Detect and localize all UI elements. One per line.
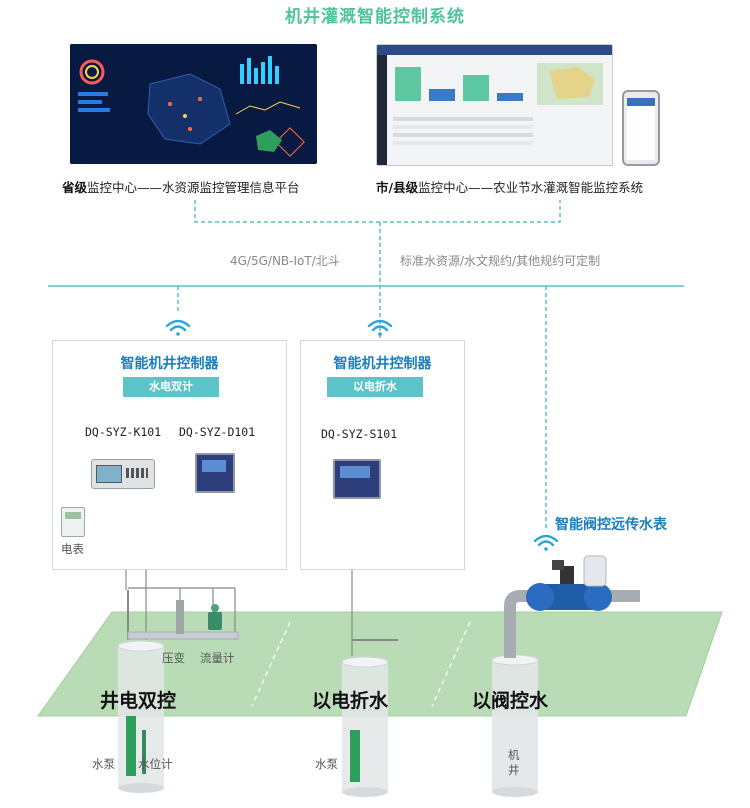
dashboard-graphics xyxy=(70,44,317,164)
wifi-icon xyxy=(367,319,393,336)
city-level: 市/县级 xyxy=(376,180,419,195)
well-casing xyxy=(118,646,164,788)
controller-badge: 水电双计 xyxy=(123,377,219,397)
controller-device-d101 xyxy=(195,453,235,493)
page-title: 机井灌溉智能控制系统 xyxy=(285,7,465,27)
pump-body xyxy=(350,730,360,782)
provincial-level: 省级 xyxy=(62,180,88,195)
valve-actuator xyxy=(583,555,607,587)
controller-device-s101 xyxy=(333,459,381,499)
controller-badge: 以电折水 xyxy=(327,377,423,397)
wifi-icon xyxy=(533,534,559,551)
provincial-center-label: 省级监控中心——水资源监控管理信息平台 xyxy=(62,177,300,196)
standards-protocol-label: 标准水资源/水文规约/其他规约可定制 xyxy=(400,254,601,268)
flowmeter-label: 流量计 xyxy=(200,651,235,665)
model-label: DQ-SYZ-S101 xyxy=(321,427,398,441)
network-protocol-label: 4G/5G/NB-IoT/北斗 xyxy=(230,254,340,268)
ground-divider xyxy=(251,621,291,707)
pump-label: 水泵 xyxy=(315,757,338,771)
electric-meter-label: 电表 xyxy=(61,542,84,556)
model-label: DQ-SYZ-K101 xyxy=(85,425,162,439)
controller-panel-energy: 智能机井控制器 以电折水 DQ-SYZ-S101 xyxy=(300,340,465,570)
controller-device-k101 xyxy=(91,459,155,489)
pump-body xyxy=(126,716,136,776)
flowmeter xyxy=(208,612,222,630)
mobile-app-image xyxy=(622,90,660,166)
city-system-image xyxy=(376,44,613,166)
ground-divider xyxy=(431,621,471,707)
valve-meter-label: 智能阀控远传水表 xyxy=(555,517,667,533)
valve-body xyxy=(540,584,598,610)
city-desc: 监控中心——农业节水灌溉智能监控系统 xyxy=(418,180,644,195)
provincial-desc: 监控中心——水资源监控管理信息平台 xyxy=(87,180,300,195)
pump-label: 水泵 xyxy=(92,757,115,771)
center-link xyxy=(194,200,561,223)
model-label: DQ-SYZ-D101 xyxy=(179,425,256,439)
controller-title: 智能机井控制器 xyxy=(120,356,219,372)
city-center-label: 市/县级监控中心——农业节水灌溉智能监控系统 xyxy=(376,177,643,196)
controller-panel-dual: 智能机井控制器 水电双计 DQ-SYZ-K101 DQ-SYZ-D101 电表 xyxy=(52,340,287,570)
well-casing xyxy=(342,662,388,792)
well-casing xyxy=(492,660,538,792)
controller-title: 智能机井控制器 xyxy=(333,356,432,372)
mode-label-valve-control: 以阀控水 xyxy=(472,690,549,712)
pressure-sensor xyxy=(176,600,184,634)
provincial-dashboard-image xyxy=(70,44,317,164)
electric-meter xyxy=(61,507,85,537)
well-label: 机井 xyxy=(508,748,520,777)
mode-label-energy-to-water: 以电折水 xyxy=(312,690,389,712)
level-gauge-label: 水位计 xyxy=(138,757,173,771)
mode-label-dual-control: 井电双控 xyxy=(100,690,177,712)
pressure-label: 压变 xyxy=(162,651,185,665)
system-graphics xyxy=(377,45,612,165)
wifi-icon xyxy=(165,319,191,336)
